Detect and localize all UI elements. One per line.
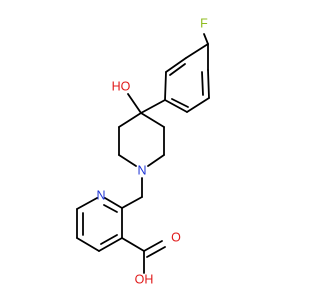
bond xyxy=(201,71,204,96)
hydroxyl-label: HO xyxy=(112,79,131,93)
bond xyxy=(118,112,142,128)
bond xyxy=(165,57,187,73)
bond xyxy=(143,240,163,252)
bond xyxy=(164,71,167,101)
carbonyl-oxygen-label: O xyxy=(171,230,181,244)
piperidine-nitrogen-label: N xyxy=(137,163,146,177)
bond xyxy=(186,97,210,113)
bond xyxy=(146,246,166,258)
bond xyxy=(104,197,123,209)
bond xyxy=(98,237,123,252)
bond xyxy=(169,63,186,76)
bond xyxy=(207,69,210,99)
bond xyxy=(121,237,145,252)
atom-label-layer: F HO N N O OH xyxy=(96,16,208,286)
bond xyxy=(76,237,100,252)
bond xyxy=(127,93,142,114)
bond-layer xyxy=(76,33,210,274)
bond xyxy=(171,98,189,108)
bond xyxy=(203,33,209,45)
chemical-structure-diagram: F HO N N O OH xyxy=(76,16,210,286)
bond xyxy=(185,43,209,59)
bond xyxy=(140,99,166,114)
pyridine-nitrogen-label: N xyxy=(96,188,105,202)
bond xyxy=(76,197,98,210)
bond xyxy=(140,112,165,128)
bond xyxy=(103,204,118,213)
fluorine-label: F xyxy=(200,16,208,30)
bond xyxy=(164,99,188,113)
bond xyxy=(100,234,118,245)
acid-hydroxyl-label: OH xyxy=(135,272,154,286)
bond xyxy=(147,154,165,167)
bond xyxy=(121,196,143,209)
bond xyxy=(118,154,137,167)
